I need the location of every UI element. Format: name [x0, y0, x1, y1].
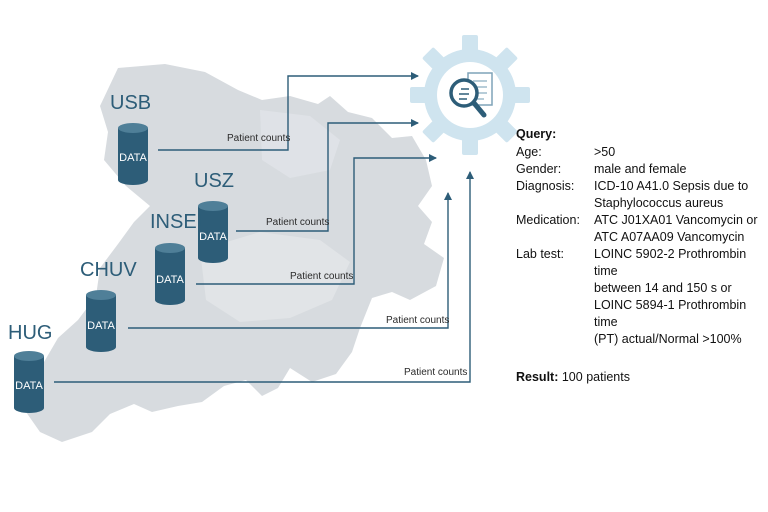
database-usb: DATA: [118, 123, 148, 185]
database-hug: DATA: [14, 351, 44, 413]
query-key: Age:: [516, 145, 542, 159]
flow-label-chuv: Patient counts: [386, 315, 449, 326]
query-row-medication: Medication: ATC J01XA01 Vancomycin or AT…: [516, 212, 766, 246]
query-panel: Query: Age: >50 Gender: male and female …: [516, 126, 766, 386]
flow-label-usz: Patient counts: [266, 217, 329, 228]
result-value: 100 patients: [561, 370, 630, 384]
site-label-chuv: CHUV: [80, 259, 137, 281]
site-label-hug: HUG: [8, 322, 52, 344]
query-result: Result: 100 patients: [516, 369, 766, 386]
query-value-line: LOINC 5902-2 Prothrombin time: [594, 247, 747, 278]
map-terrain-shade: [200, 232, 350, 322]
db-label: DATA: [199, 231, 227, 243]
flow-arrow-insel: [196, 154, 437, 285]
flow-arrow-hug: [54, 171, 474, 383]
db-label: DATA: [87, 320, 115, 332]
query-value-line: ATC J01XA01 Vancomycin or: [594, 213, 758, 227]
result-label: Result:: [516, 370, 559, 384]
database-chuv: DATA: [86, 290, 116, 352]
query-value-line: LOINC 5894-1 Prothrombin time: [594, 298, 747, 329]
query-key: Medication:: [516, 213, 580, 227]
query-row-gender: Gender: male and female: [516, 161, 766, 178]
database-insel: DATA: [155, 243, 185, 305]
query-value-line: (PT) actual/Normal >100%: [594, 332, 742, 346]
flow-label-hug: Patient counts: [404, 367, 467, 378]
db-label: DATA: [15, 380, 43, 392]
flow-label-insel: Patient counts: [290, 271, 353, 282]
site-label-usz: USZ: [194, 170, 234, 192]
query-key: Diagnosis:: [516, 179, 575, 193]
query-row-age: Age: >50: [516, 144, 766, 161]
query-value: LOINC 5902-2 Prothrombin time between 14…: [594, 246, 766, 348]
map-terrain-shade: [260, 110, 340, 178]
db-label: DATA: [156, 274, 184, 286]
query-title: Query:: [516, 127, 557, 141]
query-value: >50: [594, 144, 766, 161]
flow-arrow-usb: [158, 72, 419, 151]
site-label-usb: USB: [110, 92, 151, 114]
query-row-diagnosis: Diagnosis: ICD-10 A41.0 Sepsis due to St…: [516, 178, 766, 212]
query-row-lab-test: Lab test: LOINC 5902-2 Prothrombin time …: [516, 246, 766, 348]
flow-arrow-chuv: [128, 192, 452, 329]
query-value: ATC J01XA01 Vancomycin or ATC A07AA09 Va…: [594, 212, 766, 246]
query-key: Lab test:: [516, 247, 564, 261]
query-value: male and female: [594, 161, 766, 178]
query-value-line: Staphylococcus aureus: [594, 196, 724, 210]
query-key: Gender:: [516, 162, 562, 176]
query-value: ICD-10 A41.0 Sepsis due to Staphylococcu…: [594, 178, 766, 212]
database-usz: DATA: [198, 201, 228, 263]
flow-arrow-usz: [236, 119, 419, 232]
query-value-line: between 14 and 150 s or: [594, 281, 732, 295]
query-value-line: ICD-10 A41.0 Sepsis due to: [594, 179, 749, 193]
query-value-line: >50: [594, 145, 616, 159]
site-label-insel: INSEL: [150, 211, 208, 233]
gear-magnifier-document-icon: [410, 35, 530, 155]
db-label: DATA: [119, 152, 147, 164]
query-value-line: male and female: [594, 162, 687, 176]
flow-label-usb: Patient counts: [227, 133, 290, 144]
query-value-line: ATC A07AA09 Vancomycin: [594, 230, 745, 244]
